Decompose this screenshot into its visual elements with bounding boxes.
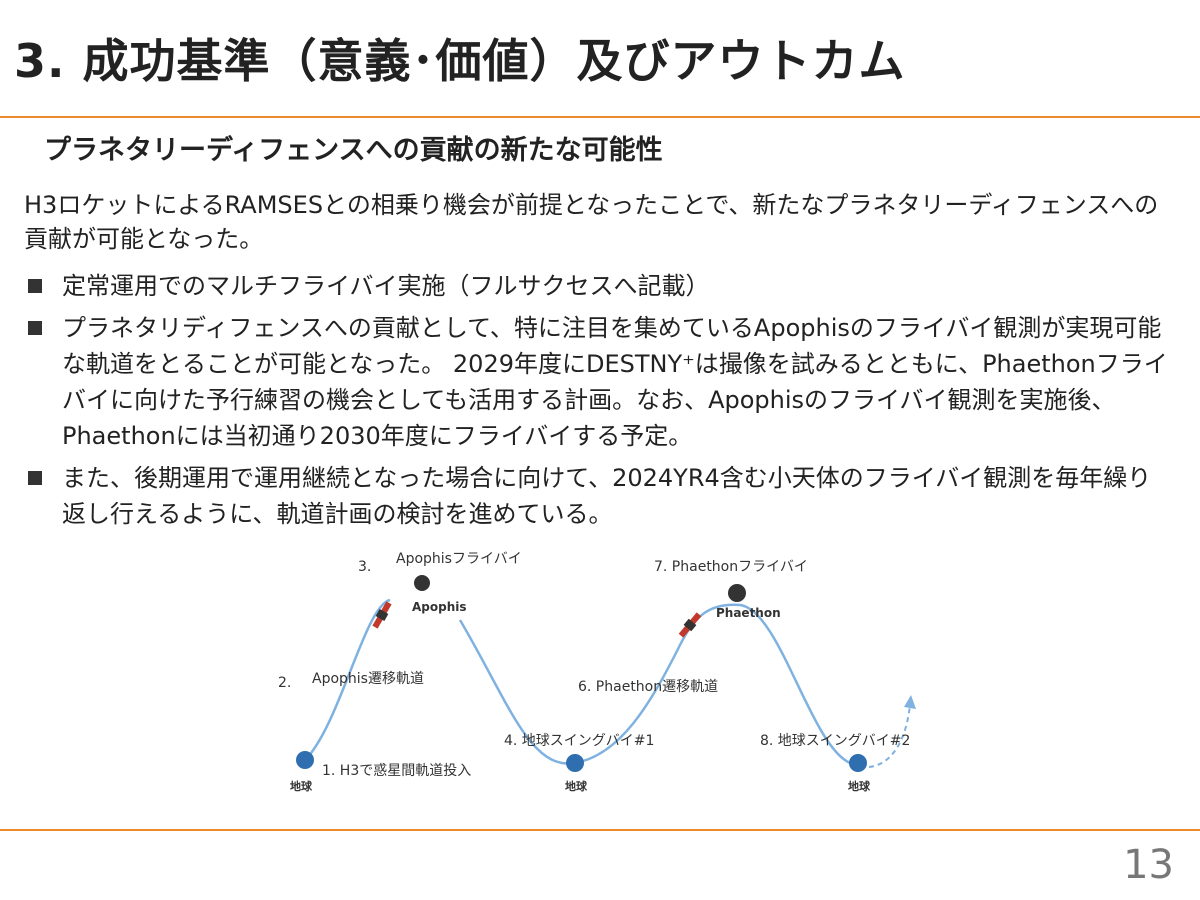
bullet-text: また、後期運用で運用継続となった場合に向けて、2024YR4含む小天体のフライバ… [62,464,1152,528]
earth-icon [849,754,867,772]
step2-label: Apophis遷移軌道 [312,671,424,687]
page-number: 13 [1123,842,1174,888]
trajectory-path [304,598,851,765]
spacecraft-icon [678,612,702,638]
earth-label: 地球 [565,779,588,793]
square-bullet-icon [28,471,42,485]
apophis-label: Apophis [412,600,467,614]
bullet-item: また、後期運用で運用継続となった場合に向けて、2024YR4含む小天体のフライバ… [24,460,1174,532]
step7-label: 7. Phaethonフライバイ [654,559,808,575]
slide-title: 3. 成功基準（意義･価値）及びアウトカム [14,34,906,88]
step6-label: 6. Phaethon遷移軌道 [578,679,718,695]
step3-label: Apophisフライバイ [396,551,522,567]
arrowhead-icon [904,695,916,709]
square-bullet-icon [28,321,42,335]
step3-number: 3. [358,559,371,575]
step8-label: 8. 地球スイングバイ#2 [760,733,910,749]
bullet-item: プラネタリディフェンスへの貢献として、特に注目を集めているApophisのフライ… [24,310,1174,454]
earth-icon [566,754,584,772]
bullet-item: 定常運用でのマルチフライバイ実施（フルサクセスへ記載） [24,268,1174,304]
future-trajectory-path [859,704,911,769]
earth-icon [296,751,314,769]
phaethon-label: Phaethon [716,606,781,620]
step1-label: 1. H3で惑星間軌道投入 [322,763,471,779]
apophis-asteroid-icon [414,575,430,591]
section-heading: プラネタリーディフェンスへの貢献の新たな可能性 [44,135,663,166]
earth-label: 地球 [848,779,871,793]
intro-paragraph: H3ロケットによるRAMSESとの相乗り機会が前提となったことで、新たなプラネタ… [24,191,1159,253]
phaethon-asteroid-icon [728,584,746,602]
step4-label: 4. 地球スイングバイ#1 [504,733,654,749]
square-bullet-icon [28,279,42,293]
earth-label: 地球 [290,779,313,793]
spacecraft-icon [372,601,392,629]
step2-number: 2. [278,675,291,691]
trajectory-diagram: 3. Apophisフライバイ Apophis 2. Apophis遷移軌道 1… [278,551,916,793]
bullet-list: 定常運用でのマルチフライバイ実施（フルサクセスへ記載） プラネタリディフェンスへ… [24,268,1174,538]
bullet-text: プラネタリディフェンスへの貢献として、特に注目を集めているApophisのフライ… [62,314,1168,450]
title-divider [0,116,1200,118]
footer-divider [0,829,1200,831]
bullet-text: 定常運用でのマルチフライバイ実施（フルサクセスへ記載） [62,272,710,300]
